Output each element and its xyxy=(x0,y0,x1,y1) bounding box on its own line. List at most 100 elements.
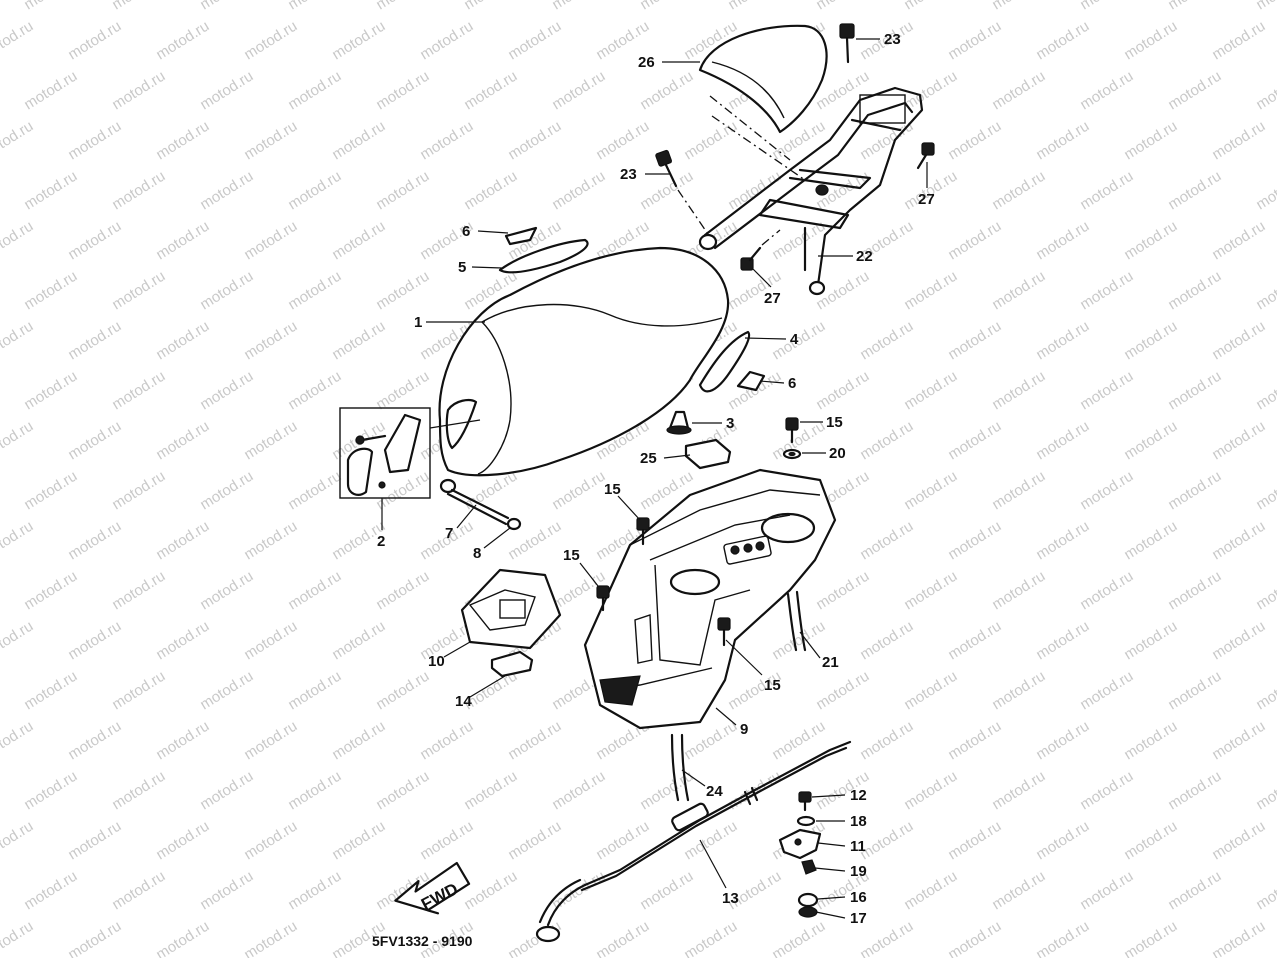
watermark-text: motod.ru xyxy=(65,418,124,464)
callout-16: 16 xyxy=(850,889,867,906)
watermark-text: motod.ru xyxy=(65,718,124,764)
watermark-text: motod.ru xyxy=(1165,568,1224,614)
watermark-text: motod.ru xyxy=(945,218,1004,264)
watermark-text: motod.ru xyxy=(681,918,740,958)
part-damper-block xyxy=(684,438,732,470)
watermark-text: motod.ru xyxy=(1253,668,1277,714)
watermark-text: motod.ru xyxy=(549,68,608,114)
watermark-text: motod.ru xyxy=(945,418,1004,464)
part-clip xyxy=(506,517,522,531)
watermark-text: motod.ru xyxy=(0,218,36,264)
watermark-text: motod.ru xyxy=(153,718,212,764)
watermark-text: motod.ru xyxy=(285,668,344,714)
watermark-text: motod.ru xyxy=(1253,368,1277,414)
part-grommet xyxy=(797,892,819,908)
watermark-text: motod.ru xyxy=(21,868,80,914)
watermark-text: motod.ru xyxy=(1209,418,1268,464)
watermark-text: motod.ru xyxy=(329,618,388,664)
watermark-text: motod.ru xyxy=(945,118,1004,164)
watermark-text: motod.ru xyxy=(241,18,300,64)
watermark-text: motod.ru xyxy=(65,518,124,564)
callout-8: 8 xyxy=(473,545,481,562)
watermark-text: motod.ru xyxy=(637,68,696,114)
watermark-text: motod.ru xyxy=(1165,768,1224,814)
watermark-text: motod.ru xyxy=(1033,118,1092,164)
callout-5: 5 xyxy=(458,259,466,276)
watermark-text: motod.ru xyxy=(417,718,476,764)
callout-1: 1 xyxy=(414,314,422,331)
callout-13: 13 xyxy=(722,890,739,907)
watermark-text: motod.ru xyxy=(901,468,960,514)
watermark-text: motod.ru xyxy=(21,468,80,514)
watermark-text: motod.ru xyxy=(1033,918,1092,958)
watermark-text: motod.ru xyxy=(989,468,1048,514)
callout-12: 12 xyxy=(850,787,867,804)
watermark-text: motod.ru xyxy=(285,168,344,214)
part-grommet-base xyxy=(798,906,818,918)
watermark-text: motod.ru xyxy=(1033,618,1092,664)
part-drain-hose xyxy=(680,733,690,802)
part-emblem xyxy=(504,226,538,246)
watermark-text: motod.ru xyxy=(637,868,696,914)
watermark-text: motod.ru xyxy=(725,0,784,13)
watermark-text: motod.ru xyxy=(857,618,916,664)
fwd-arrow-icon: FWD xyxy=(394,861,471,915)
watermark-text: motod.ru xyxy=(813,368,872,414)
watermark-text: motod.ru xyxy=(241,718,300,764)
watermark-text: motod.ru xyxy=(1121,18,1180,64)
watermark-text: motod.ru xyxy=(241,218,300,264)
watermark-text: motod.ru xyxy=(153,818,212,864)
watermark-text: motod.ru xyxy=(681,118,740,164)
watermark-text: motod.ru xyxy=(1209,918,1268,958)
part-rear-carrier xyxy=(698,86,924,296)
watermark-text: motod.ru xyxy=(1121,118,1180,164)
watermark-text: motod.ru xyxy=(1121,218,1180,264)
watermark-text: motod.ru xyxy=(0,918,36,958)
watermark-text: motod.ru xyxy=(1253,68,1277,114)
watermark-text: motod.ru xyxy=(989,768,1048,814)
watermark-text: motod.ru xyxy=(153,918,212,958)
watermark-text: motod.ru xyxy=(1209,818,1268,864)
callout-6: 6 xyxy=(462,223,470,240)
watermark-text: motod.ru xyxy=(857,318,916,364)
watermark-text: motod.ru xyxy=(1077,0,1136,13)
watermark-text: motod.ru xyxy=(197,868,256,914)
watermark-text: motod.ru xyxy=(197,468,256,514)
watermark-text: motod.ru xyxy=(769,318,828,364)
watermark-text: motod.ru xyxy=(153,418,212,464)
callout-19: 19 xyxy=(850,863,867,880)
watermark-text: motod.ru xyxy=(1209,118,1268,164)
watermark-text: motod.ru xyxy=(945,918,1004,958)
watermark-text: motod.ru xyxy=(813,668,872,714)
part-washer xyxy=(796,815,816,827)
assembly-line xyxy=(761,229,781,246)
callout-23: 23 xyxy=(620,166,637,183)
watermark-text: motod.ru xyxy=(21,168,80,214)
watermark-text: motod.ru xyxy=(65,618,124,664)
part-bolt xyxy=(717,617,731,647)
watermark-text: motod.ru xyxy=(197,268,256,314)
watermark-text: motod.ru xyxy=(417,118,476,164)
watermark-text: motod.ru xyxy=(241,118,300,164)
watermark-text: motod.ru xyxy=(373,568,432,614)
watermark-text: motod.ru xyxy=(901,0,960,13)
watermark-text: motod.ru xyxy=(1033,818,1092,864)
watermark-text: motod.ru xyxy=(21,268,80,314)
watermark-text: motod.ru xyxy=(65,918,124,958)
watermark-text: motod.ru xyxy=(1209,318,1268,364)
part-lock-cable xyxy=(535,740,852,943)
watermark-text: motod.ru xyxy=(857,418,916,464)
watermark-text: motod.ru xyxy=(153,118,212,164)
watermark-text: motod.ru xyxy=(109,868,168,914)
part-bracket-hole xyxy=(794,838,802,846)
watermark-text: motod.ru xyxy=(1253,868,1277,914)
watermark-text: motod.ru xyxy=(593,918,652,958)
watermark-text: motod.ru xyxy=(1165,268,1224,314)
watermark-text: motod.ru xyxy=(989,368,1048,414)
watermark-text: motod.ru xyxy=(197,68,256,114)
watermark-text: motod.ru xyxy=(1209,218,1268,264)
watermark-text: motod.ru xyxy=(285,568,344,614)
watermark-text: motod.ru xyxy=(197,568,256,614)
callout-24: 24 xyxy=(706,783,723,800)
callout-leaders xyxy=(381,38,928,919)
